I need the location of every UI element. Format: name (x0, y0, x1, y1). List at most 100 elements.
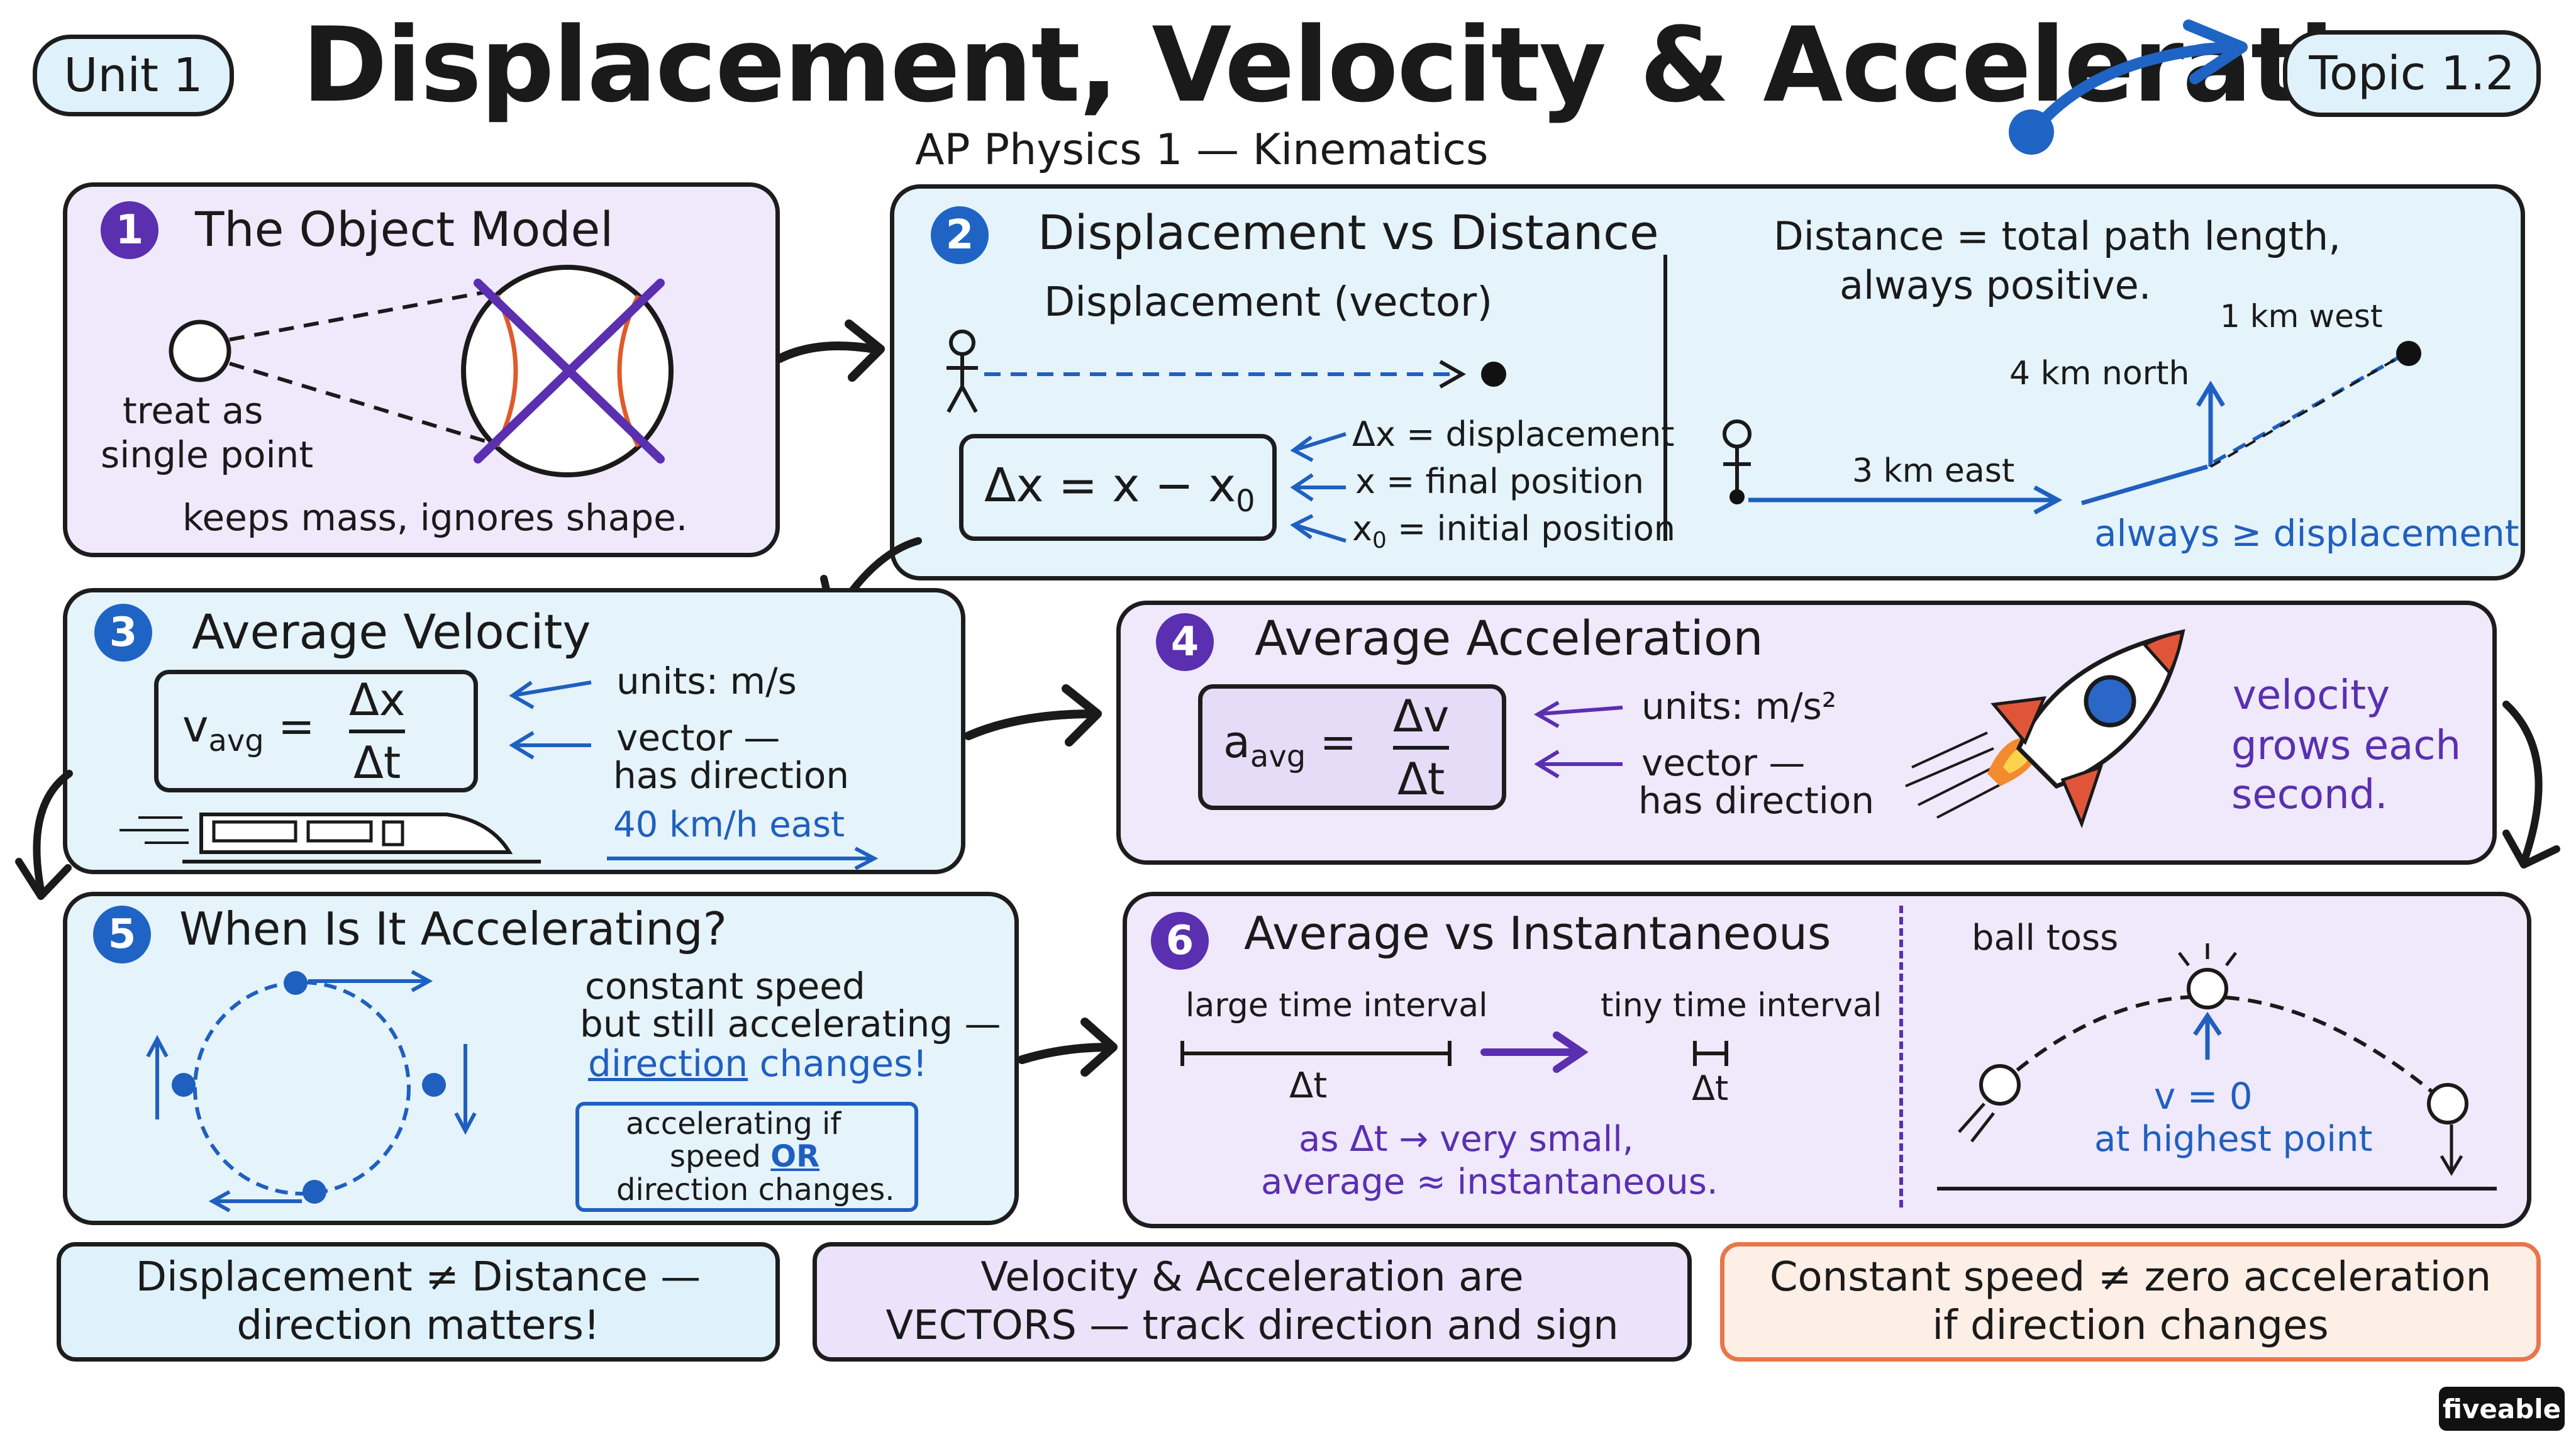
path-label-east: 3 km east (1852, 452, 2015, 490)
panel-3-title: Average Velocity (192, 604, 591, 660)
displacement-formula-box (959, 434, 1277, 541)
flow-arrow-icon (2502, 701, 2560, 869)
header-arrow-icon (2009, 19, 2248, 155)
ball-toss-label: ball toss (1972, 918, 2119, 958)
acceleration-arrows-icon (1533, 701, 1623, 779)
panel-5-line-1: constant speed (585, 965, 865, 1008)
condition-line-1: accelerating if (626, 1106, 841, 1141)
takeaway-3-line-1: Constant speed ≠ zero acceleration (1769, 1254, 2492, 1301)
unit-label: Unit 1 (64, 48, 203, 103)
legend-displacement: Δx = displacement (1352, 414, 1675, 454)
point-label-2: single point (101, 433, 314, 476)
panel-5-line-2: but still accelerating — (580, 1002, 1001, 1045)
legend-arrows-icon (1290, 432, 1346, 543)
velocity-arrows-icon (509, 680, 592, 760)
takeaway-3-line-2: if direction changes (1932, 1302, 2329, 1349)
page-title: Displacement, Velocity & Acceleration (302, 5, 2476, 125)
tiny-interval-label: tiny time interval (1601, 987, 1882, 1024)
velocity-units: units: m/s (616, 660, 797, 702)
panel-when-accelerating (63, 892, 1019, 1225)
takeaway-1-line-2: direction matters! (236, 1302, 600, 1349)
velocity-example-arrow-icon (607, 847, 879, 870)
acceleration-formula-box (1198, 684, 1506, 810)
acceleration-note-1: velocity (2233, 672, 2390, 719)
distance-path-diagram (1723, 341, 2421, 515)
displacement-formula: Δx = x − x0 (984, 458, 1255, 519)
velocity-formula-lhs: vavg = (182, 701, 315, 758)
panel-1-caption: keeps mass, ignores shape. (182, 496, 688, 539)
takeaway-2-line-1: Velocity & Acceleration are (980, 1254, 1524, 1301)
velocity-formula-box (154, 670, 478, 792)
panel-1-title: The Object Model (195, 201, 614, 257)
takeaway-1-line-1: Displacement ≠ Distance — (135, 1254, 701, 1301)
panel-1-number: 1 (101, 201, 158, 259)
panel-average-instantaneous (1123, 892, 2531, 1228)
panel-6-divider (1899, 906, 1903, 1208)
panel-6-conclusion-2: average ≈ instantaneous. (1261, 1162, 1718, 1202)
panel-5-number: 5 (93, 906, 151, 963)
acceleration-units: units: m/s² (1641, 685, 1837, 728)
tiny-interval-dt: Δt (1692, 1069, 1729, 1108)
flow-arrow-icon (775, 319, 885, 382)
displacement-diagram (947, 330, 1506, 413)
panel-6-number: 6 (1151, 912, 1209, 970)
rocket-icon (1905, 629, 2185, 829)
circular-motion-diagram (146, 970, 477, 1213)
takeaway-displacement: Displacement ≠ Distance — direction matt… (57, 1242, 780, 1362)
point-label-1: treat as (123, 389, 264, 432)
condition-line-3: direction changes. (616, 1172, 895, 1208)
distance-note-1: Distance = total path length, (1774, 213, 2341, 259)
takeaway-constant-speed: Constant speed ≠ zero acceleration if di… (1720, 1242, 2541, 1362)
panel-3-number: 3 (94, 604, 152, 662)
flow-arrow-icon (964, 684, 1102, 747)
ball-toss-diagram (1937, 943, 2497, 1191)
large-interval-label: large time interval (1185, 987, 1488, 1024)
acceleration-note-3: second. (2231, 772, 2388, 818)
panel-2-divider (1663, 255, 1667, 541)
unit-badge: Unit 1 (33, 35, 234, 116)
acceleration-vector-2: has direction (1638, 779, 1875, 822)
velocity-vector-1: vector — (616, 716, 780, 759)
path-label-north: 4 km north (2009, 355, 2190, 392)
panel-2-title: Displacement vs Distance (1038, 204, 1659, 260)
panel-4-number: 4 (1156, 613, 1214, 671)
topic-label: Topic 1.2 (2309, 47, 2515, 101)
panel-5-title: When Is It Accelerating? (179, 902, 727, 955)
panel-2-subtitle: Displacement (vector) (1044, 279, 1493, 326)
interval-arrow-icon (1480, 1031, 1589, 1073)
topic-badge: Topic 1.2 (2283, 30, 2541, 117)
panel-6-conclusion-1: as Δt → very small, (1299, 1119, 1634, 1160)
flow-arrow-icon (15, 770, 73, 900)
highest-point-label: at highest point (2094, 1119, 2373, 1160)
takeaway-2-line-2: VECTORS — track direction and sign (886, 1302, 1619, 1349)
panel-4-title: Average Acceleration (1255, 610, 1763, 666)
acceleration-note-2: grows each (2231, 723, 2462, 769)
legend-final-position: x = final position (1355, 462, 1644, 501)
flow-arrow-icon (1018, 1018, 1118, 1077)
acceleration-formula-lhs: aavg = (1223, 716, 1357, 774)
velocity-vector-2: has direction (613, 754, 850, 797)
brand-logo: fiveable (2442, 1393, 2562, 1424)
acceleration-vector-1: vector — (1641, 741, 1806, 784)
panel-5-line-3: direction changes! (588, 1042, 928, 1085)
distance-comparison: always ≥ displacement (2094, 512, 2519, 555)
large-interval-dt: Δt (1289, 1065, 1328, 1106)
panel-6-title: Average vs Instantaneous (1244, 907, 1831, 960)
brand-badge: fiveable (2439, 1387, 2565, 1431)
distance-note-2: always positive. (1840, 262, 2151, 308)
page-subtitle: AP Physics 1 — Kinematics (915, 125, 1489, 175)
panel-2-number: 2 (931, 206, 989, 264)
velocity-example: 40 km/h east (613, 804, 845, 845)
path-label-west: 1 km west (2220, 298, 2383, 335)
legend-initial-position: x0 = initial position (1352, 509, 1676, 553)
large-interval-bar (1180, 1041, 1452, 1066)
condition-line-2: speed OR (670, 1139, 820, 1174)
acceleration-condition-box (575, 1102, 918, 1212)
tiny-interval-bar (1693, 1041, 1728, 1066)
object-model-illustration (169, 265, 674, 477)
train-icon (119, 813, 541, 863)
takeaway-vectors: Velocity & Acceleration are VECTORS — tr… (813, 1242, 1692, 1362)
velocity-zero-label: v = 0 (2154, 1075, 2253, 1118)
